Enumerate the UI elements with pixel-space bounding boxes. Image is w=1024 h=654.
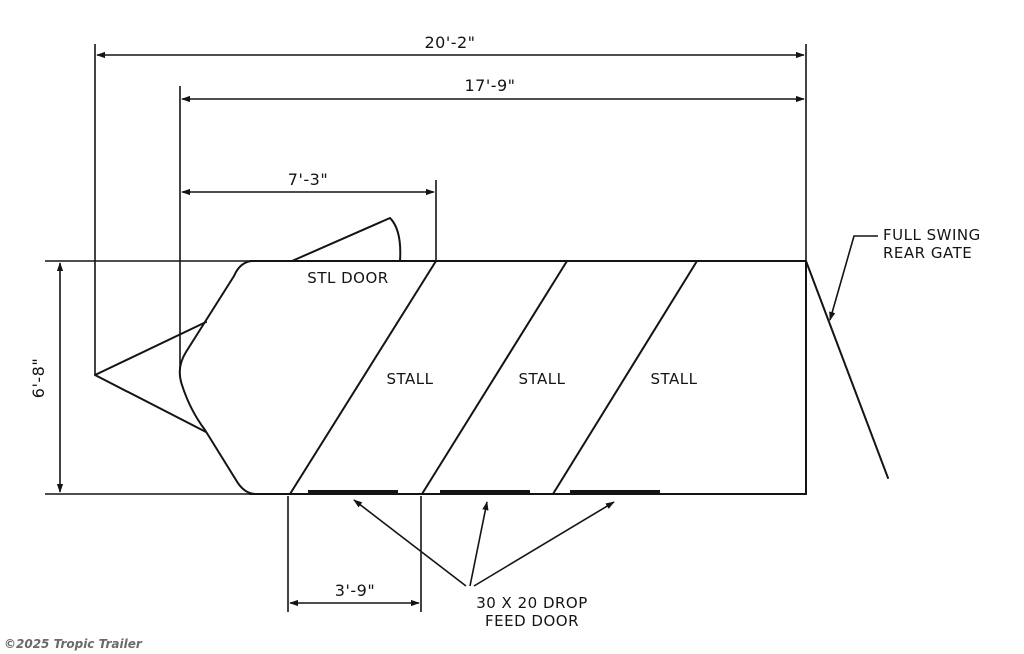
width-label: 6'-8" bbox=[29, 358, 48, 398]
stall-label-3: STALL bbox=[651, 370, 698, 388]
feed-door-leader-3 bbox=[473, 501, 615, 587]
stl-door-label: STL DOOR bbox=[307, 269, 388, 287]
rear-gate-swing bbox=[805, 260, 889, 479]
feed-door-leader-1 bbox=[353, 499, 467, 587]
rear-gate-label-line1: FULL SWING bbox=[883, 226, 981, 244]
rear-gate-label-line2: REAR GATE bbox=[883, 244, 972, 262]
lq-length-label: 17'-9" bbox=[464, 76, 515, 95]
stall-divider-3 bbox=[552, 260, 698, 495]
feed-door-leader-2 bbox=[469, 501, 489, 587]
stall-divider-2 bbox=[421, 260, 568, 495]
stall-label-1: STALL bbox=[387, 370, 434, 388]
trailer-nose bbox=[178, 260, 257, 495]
stall-label-2: STALL bbox=[519, 370, 566, 388]
feed-door-label-line2: FEED DOOR bbox=[485, 612, 579, 630]
overall-length-label: 20'-2" bbox=[424, 33, 475, 52]
rear-gate-leader bbox=[829, 235, 878, 321]
stall-divider-1 bbox=[289, 260, 437, 495]
feed-dim-label: 3'-9" bbox=[335, 581, 375, 600]
feed-door-label-line1: 30 X 20 DROP bbox=[476, 594, 588, 612]
door-dim-label: 7'-3" bbox=[288, 170, 328, 189]
trailer-tongue bbox=[94, 321, 207, 433]
copyright-watermark: ©2025 Tropic Trailer bbox=[4, 637, 143, 651]
stl-door-swing bbox=[291, 217, 402, 262]
